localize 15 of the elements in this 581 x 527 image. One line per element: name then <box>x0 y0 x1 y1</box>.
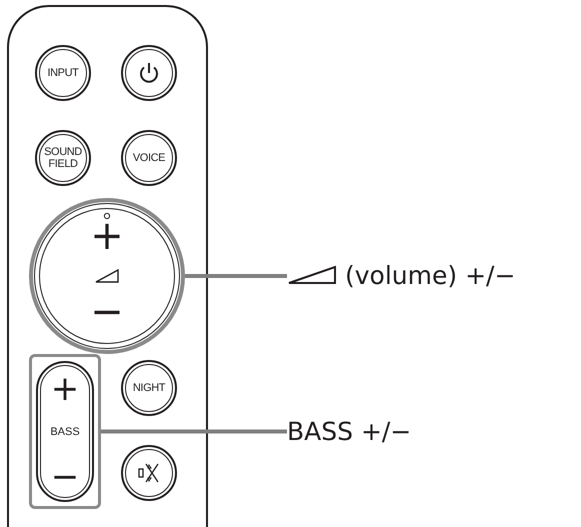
round-button: VOICE <box>121 130 177 186</box>
button-label: BASS <box>49 426 81 438</box>
round-button: INPUT <box>35 45 91 101</box>
round-button: SOUND FIELD <box>35 130 91 186</box>
bass-rocker-button <box>29 354 101 509</box>
leader-line <box>101 430 287 434</box>
leader-line <box>185 274 287 278</box>
minus-sign: − <box>89 292 125 332</box>
plus-sign: + <box>89 216 125 256</box>
plus-sign: + <box>50 372 80 406</box>
minus-sign: − <box>50 460 80 494</box>
round-button: NIGHT <box>121 360 177 416</box>
remote-control-body <box>7 5 208 527</box>
callout-label: (volume) +/− <box>345 260 516 290</box>
callout-label: BASS +/− <box>287 416 412 446</box>
